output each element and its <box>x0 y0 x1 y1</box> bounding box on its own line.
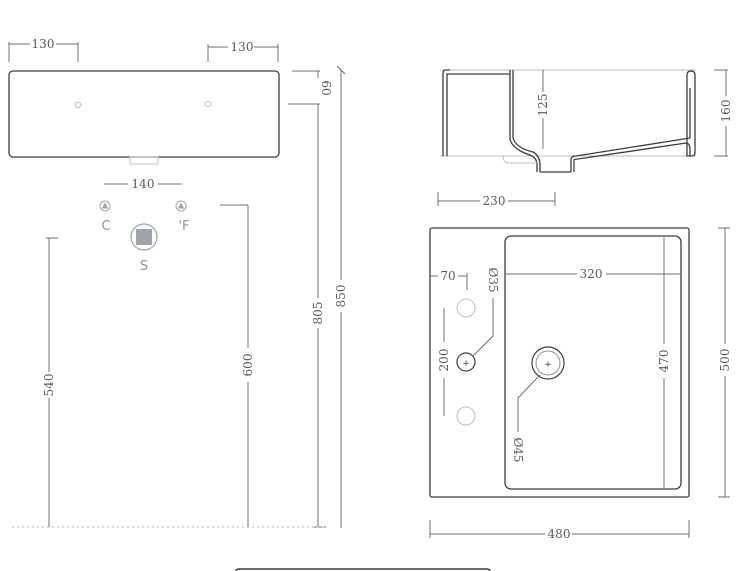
bowl-outline <box>504 235 682 490</box>
dim-label: 500 <box>718 349 732 372</box>
dim-tap-edge-offset: 70 <box>430 269 468 290</box>
dim-overall-width: 480 <box>429 520 690 541</box>
dim-bowl-depth: 125 <box>536 70 550 149</box>
dim-total-height: 160 <box>714 69 733 157</box>
cold-valve: C <box>99 200 111 234</box>
dim-bowl-depth: 470 <box>657 236 671 489</box>
drain-icon <box>531 346 565 380</box>
dim-bowl-width: 320 <box>505 267 681 281</box>
dim-label: 805 <box>311 302 325 325</box>
dim-label: Ø35 <box>486 267 500 292</box>
hot-valve: 'F <box>175 200 190 234</box>
dim-label: 480 <box>548 527 571 541</box>
dim-floor-to-top: 850 <box>334 65 348 528</box>
valve-icon <box>99 200 111 212</box>
basin-front-outline <box>8 70 280 158</box>
tap-hole-bottom-icon <box>456 406 476 426</box>
dim-label: 140 <box>132 177 155 191</box>
dim-label: 130 <box>32 37 55 51</box>
dim-tap-hole-spacing: 200 <box>437 308 451 416</box>
top-view: + + 70 Ø35 320 200 <box>429 227 732 541</box>
tap-hole-top-icon <box>456 298 476 318</box>
tap-hole-left-icon <box>74 102 82 108</box>
dim-floor-to-valves: 600 <box>220 204 255 527</box>
dim-label: 540 <box>42 374 56 397</box>
dim-top-to-tap: 60 <box>288 70 333 105</box>
dim-label: 320 <box>580 267 603 281</box>
dim-tap-hole-diameter: Ø35 <box>472 267 500 357</box>
tap-hole-right-icon <box>204 101 212 107</box>
cold-label: C <box>101 219 110 234</box>
dim-label: Ø45 <box>511 437 525 462</box>
drain-stub <box>129 156 159 165</box>
dim-tap-right-offset: 130 <box>207 40 279 62</box>
dim-label: 230 <box>483 194 506 208</box>
right-wall <box>686 70 696 157</box>
side-view: 125 160 230 <box>437 69 733 208</box>
dim-label: 850 <box>334 285 348 308</box>
valve-icon <box>175 200 187 212</box>
basin-outer-outline <box>429 227 690 498</box>
dim-label: 60 <box>319 80 333 95</box>
left-wall <box>442 69 450 156</box>
shower-valve: S <box>130 223 158 274</box>
svg-text:+: + <box>544 360 552 370</box>
svg-text:+: + <box>462 359 470 369</box>
dim-label: 200 <box>437 349 451 372</box>
dim-drain-offset: 230 <box>437 192 556 208</box>
dim-drain-diameter: Ø45 <box>511 374 541 463</box>
dim-tap-left-offset: 130 <box>8 37 79 62</box>
bottom-edge <box>235 568 491 571</box>
dim-valve-spacing: 140 <box>104 177 182 191</box>
hot-label: 'F <box>178 219 189 234</box>
dim-label: 130 <box>231 40 254 54</box>
dim-overall-depth: 500 <box>718 227 732 498</box>
front-view: 130 130 60 805 850 <box>8 37 348 528</box>
shower-label: S <box>140 259 148 274</box>
dim-label: 160 <box>719 100 733 123</box>
dim-label: 470 <box>657 350 671 373</box>
dim-label: 70 <box>440 269 455 283</box>
dim-floor-to-tap: 805 <box>311 104 326 528</box>
dim-floor-to-waste: 540 <box>42 237 58 527</box>
shower-valve-icon <box>130 223 158 251</box>
tap-hole-center-icon <box>456 352 476 372</box>
dim-label: 125 <box>536 94 550 117</box>
dim-label: 600 <box>241 354 255 377</box>
